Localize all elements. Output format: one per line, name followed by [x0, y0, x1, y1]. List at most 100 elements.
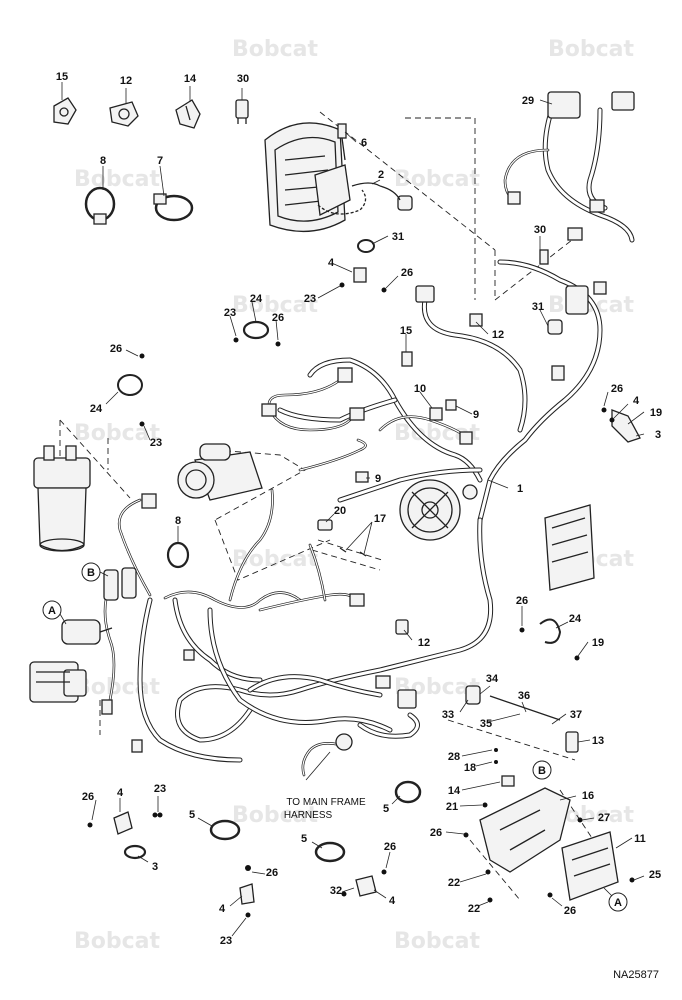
bracket-3-right [611, 409, 641, 443]
callout-30: 30 [534, 224, 546, 236]
clip-12 [109, 101, 139, 127]
callout-16: 16 [582, 790, 594, 802]
svg-text:A: A [614, 897, 622, 909]
callout-27: 27 [598, 812, 610, 824]
callout-10: 10 [414, 383, 426, 395]
callout-28: 28 [448, 751, 460, 763]
svg-text:B: B [87, 567, 95, 579]
callout-4: 4 [633, 395, 640, 407]
callout-26: 26 [110, 343, 122, 355]
callout-23: 23 [220, 935, 232, 947]
ref-marker-b-top: B [81, 562, 109, 582]
assembly-lines [59, 111, 601, 901]
svg-text:Bobcat: Bobcat [74, 421, 161, 446]
clip-15 [53, 97, 77, 125]
clamp-5-left [209, 819, 241, 841]
fasteners [139, 282, 635, 903]
watermark-5: Bobcat [232, 293, 319, 318]
harness-clips [117, 239, 563, 787]
callout-15: 15 [400, 325, 412, 337]
svg-text:Bobcat: Bobcat [394, 167, 481, 192]
drawing-number: NA25877 [613, 969, 659, 981]
callout-31: 31 [532, 301, 544, 313]
callout-29: 29 [522, 95, 534, 107]
clamp-24-right [539, 618, 562, 644]
callout-32: 32 [330, 885, 342, 897]
ref-marker-b-bottom: B [532, 760, 552, 780]
callout-20: 20 [334, 505, 346, 517]
callout-17: 17 [374, 513, 386, 525]
harness-segment-10 [378, 407, 473, 445]
callout-2: 2 [378, 169, 384, 181]
callout-5: 5 [189, 809, 195, 821]
callout-30: 30 [237, 73, 249, 85]
svg-text:Bobcat: Bobcat [232, 293, 319, 318]
callout-4: 4 [117, 787, 124, 799]
starter-motor [177, 443, 263, 501]
mount-4-right [341, 869, 387, 897]
callout-4: 4 [389, 895, 396, 907]
callout-3: 3 [655, 429, 661, 441]
callout-26: 26 [384, 841, 396, 853]
callout-13: 13 [592, 735, 604, 747]
callout-24: 24 [250, 293, 263, 305]
callout-4: 4 [328, 257, 335, 269]
tie-strap-7 [153, 193, 194, 222]
callout-15: 15 [56, 71, 68, 83]
connector-a-top [61, 619, 113, 645]
main-harness-1 [137, 357, 494, 777]
harness-segment-top [261, 367, 365, 432]
callouts: 15 12 14 30 29 8 7 6 2 30 31 4 26 23 24 … [56, 71, 662, 947]
svg-text:Bobcat: Bobcat [74, 675, 161, 700]
callout-26: 26 [611, 383, 623, 395]
callout-19: 19 [650, 407, 662, 419]
callout-26: 26 [564, 905, 576, 917]
callout-21: 21 [446, 801, 458, 813]
bracket-16 [479, 787, 571, 873]
callout-26: 26 [272, 312, 284, 324]
leader-lines [61, 82, 645, 937]
callout-8: 8 [175, 515, 181, 527]
callout-36: 36 [518, 690, 530, 702]
callout-22: 22 [448, 877, 460, 889]
callout-6: 6 [361, 137, 367, 149]
bracket-13 [565, 731, 579, 753]
callout-33: 33 [442, 709, 454, 721]
engine-control-module [544, 504, 595, 591]
clip-33-34 [465, 685, 561, 721]
callout-12: 12 [418, 637, 430, 649]
callout-26: 26 [266, 867, 278, 879]
callout-18: 18 [464, 762, 476, 774]
callout-9: 9 [473, 409, 479, 421]
fuel-sensor-2 [351, 182, 413, 211]
svg-text:Bobcat: Bobcat [232, 37, 319, 62]
connector-b-top [103, 567, 137, 601]
svg-text:B: B [538, 765, 546, 777]
callout-5: 5 [301, 833, 307, 845]
callout-26: 26 [430, 827, 442, 839]
svg-text:Bobcat: Bobcat [548, 37, 635, 62]
relay-block [29, 661, 87, 703]
callout-8: 8 [100, 155, 106, 167]
callout-12: 12 [120, 75, 132, 87]
svg-text:Bobcat: Bobcat [232, 803, 319, 828]
callout-14: 14 [184, 73, 197, 85]
clip-30 [235, 99, 249, 124]
bracket-4-bottom [87, 811, 158, 835]
callout-3: 3 [152, 861, 158, 873]
watermark-2: Bobcat [548, 37, 635, 62]
clamp-3-bottom [123, 844, 147, 860]
callout-31: 31 [392, 231, 404, 243]
callout-37: 37 [570, 709, 582, 721]
controller-11 [561, 831, 619, 901]
instrument-cluster [264, 122, 351, 233]
svg-text:Bobcat: Bobcat [74, 167, 161, 192]
callout-25: 25 [649, 869, 661, 881]
callout-22: 22 [468, 903, 480, 915]
callout-23: 23 [304, 293, 316, 305]
ref-marker-a-top: A [42, 600, 67, 625]
main-frame-note: TO MAIN FRAME HARNESS [284, 797, 366, 821]
ref-marker-a-bottom: A [603, 887, 628, 912]
callout-23: 23 [150, 437, 162, 449]
watermark-11: Bobcat [74, 675, 161, 700]
